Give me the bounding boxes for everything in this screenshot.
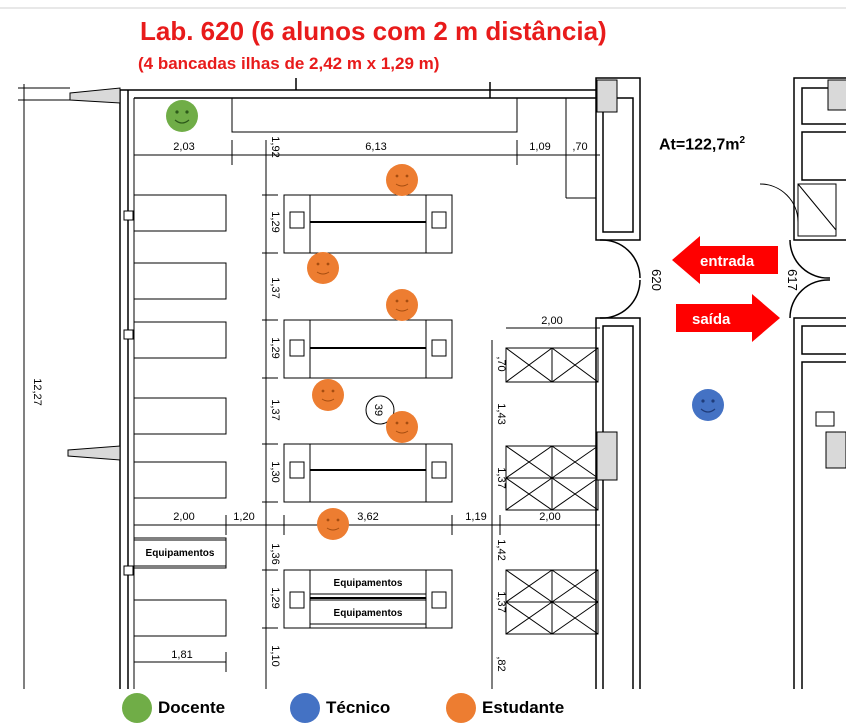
equip-box — [309, 569, 427, 595]
lab-title: Lab. 620 (6 alunos com 2 m distância) — [140, 16, 607, 46]
right-wall — [595, 77, 641, 691]
neighbor-wall — [789, 77, 846, 691]
island-bench-2 — [283, 319, 453, 379]
area-label: At=122,7m2 — [659, 135, 745, 154]
dim-1-92: 1,92 — [269, 136, 281, 157]
dim-12-27: 12,27 — [31, 378, 43, 406]
mark-39: 39 — [372, 404, 384, 416]
dim-right-1-43: 1,43 — [495, 403, 507, 424]
left-counters — [133, 194, 227, 637]
left-dim-lines — [18, 84, 70, 690]
dim-right-1-37-b: 1,37 — [495, 591, 507, 612]
dim-1-30: 1,30 — [269, 461, 281, 482]
island-bench-3 — [283, 443, 453, 503]
dim-right-1-42: 1,42 — [495, 539, 507, 560]
bottom-dim — [134, 652, 227, 672]
estudante-person — [312, 379, 344, 411]
room-number-617: 617 — [785, 269, 800, 291]
dim-3-62: 3,62 — [357, 511, 378, 523]
dim-1-19: 1,19 — [465, 511, 486, 523]
estudante-icon — [446, 693, 476, 723]
left-pillar-top — [69, 87, 121, 104]
area-exponent: 2 — [739, 135, 746, 146]
dim-right-1-37: 1,37 — [495, 467, 507, 488]
legend-docente: Docente — [122, 692, 225, 724]
equip-box — [133, 539, 227, 567]
estudante-person — [386, 164, 418, 196]
dim-1-29: 1,29 — [269, 337, 281, 358]
saida-arrow: saída — [676, 294, 780, 342]
dim-1-20: 1,20 — [233, 511, 254, 523]
right-pillar — [596, 79, 618, 113]
room-number-620: 620 — [649, 269, 664, 291]
legend-estudante-label: Estudante — [482, 698, 565, 717]
entrada-arrow: entrada — [672, 236, 778, 284]
dim-6-13: 6,13 — [365, 141, 386, 153]
circle-mark — [365, 395, 395, 425]
dim-1-29: 1,29 — [269, 587, 281, 608]
legend-docente-label: Docente — [158, 698, 226, 717]
top-wall — [120, 78, 600, 99]
docente-icon — [122, 693, 152, 723]
estudante-person — [386, 411, 418, 443]
island-bench-1 — [283, 194, 453, 254]
tecnico-icon — [290, 693, 320, 723]
legend-estudante: Estudante — [446, 692, 564, 724]
neighbor-door — [759, 183, 837, 237]
top-dim-row — [134, 140, 600, 690]
estudante-person — [317, 508, 349, 540]
docente-person — [166, 100, 198, 132]
dim-right-0-82: ,82 — [495, 656, 507, 671]
dim-1-36: 1,36 — [269, 543, 281, 564]
left-wall — [119, 90, 135, 690]
col-dim-ticks — [262, 194, 278, 629]
right-pillar — [596, 431, 618, 481]
equip-label-top: Equipamentos — [334, 578, 403, 589]
window-marker — [123, 329, 134, 340]
mid-dim-row — [134, 515, 600, 535]
dim-1-37: 1,37 — [269, 277, 281, 298]
entrada-label: entrada — [700, 253, 755, 270]
neighbor-sink — [815, 411, 835, 427]
equip-box — [309, 599, 427, 625]
legend-tecnico-label: Técnico — [326, 698, 391, 717]
tecnico-person — [692, 389, 724, 421]
top-counter — [231, 97, 518, 133]
lab-subtitle: (4 bancadas ilhas de 2,42 m x 1,29 m) — [138, 54, 440, 73]
saida-label: saída — [692, 311, 731, 328]
equip-label-left: Equipamentos — [146, 548, 215, 559]
right-cabinets — [505, 347, 599, 635]
dim-right-0-70: ,70 — [495, 356, 507, 371]
estudante-person — [307, 252, 339, 284]
dim-1-81: 1,81 — [171, 649, 192, 661]
legend-tecnico: Técnico — [290, 692, 390, 724]
dim-1-09: 1,09 — [529, 141, 550, 153]
dim-1-29: 1,29 — [269, 211, 281, 232]
dim-2-00: 2,00 — [173, 511, 194, 523]
dim-1-37: 1,37 — [269, 399, 281, 420]
window-marker — [123, 210, 134, 221]
left-pillar-mid — [67, 445, 121, 461]
estudante-person — [386, 289, 418, 321]
dim-0-70: ,70 — [572, 141, 587, 153]
dim-1-10: 1,10 — [269, 645, 281, 666]
neighbor-pillar — [825, 431, 846, 469]
dim-right-2-00: 2,00 — [541, 315, 562, 327]
equip-label-bottom: Equipamentos — [334, 608, 403, 619]
window-marker — [123, 565, 134, 576]
dim-2-00-b: 2,00 — [539, 511, 560, 523]
neighbor-pillar — [827, 79, 846, 111]
right-dim-col — [491, 327, 600, 690]
dim-2-03: 2,03 — [173, 141, 194, 153]
area-value: At=122,7m — [659, 136, 740, 154]
